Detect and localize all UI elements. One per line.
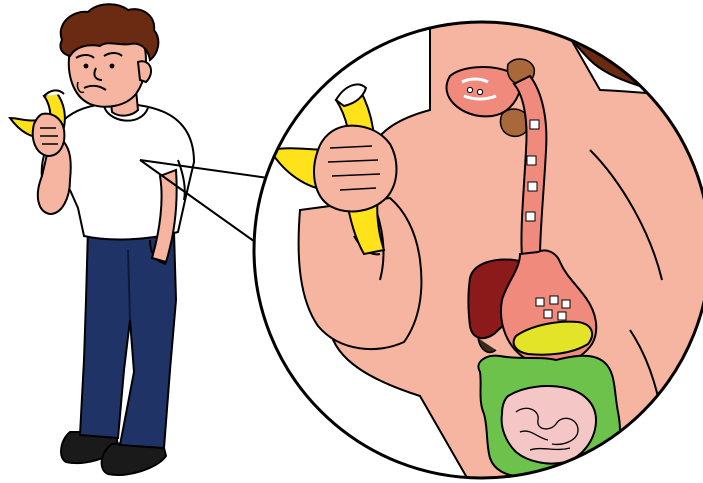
hand-big	[314, 126, 397, 212]
boy-figure	[10, 4, 194, 475]
small-intestine	[502, 386, 596, 463]
hand-left	[33, 114, 65, 156]
ear	[138, 61, 151, 82]
magnifier-circle	[250, 20, 703, 483]
face	[69, 39, 146, 107]
